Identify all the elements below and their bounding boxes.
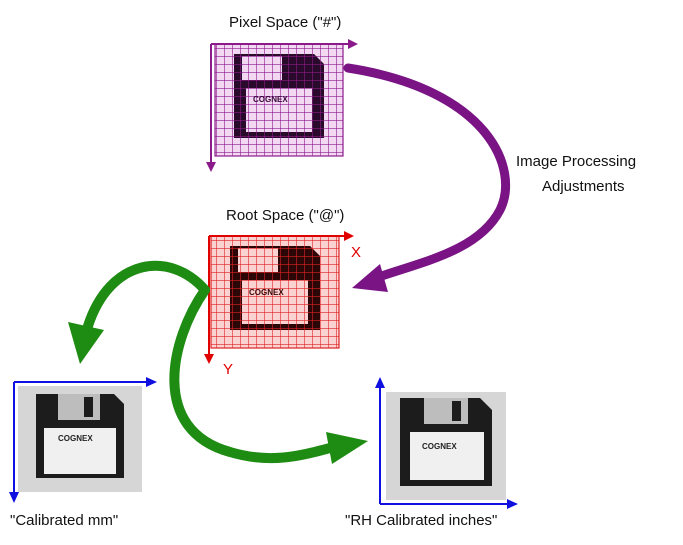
- calibration-arrow-to-mm: [83, 260, 210, 331]
- calibration-arrowhead-inches: [326, 432, 368, 464]
- calibrated-mm-panel: [9, 377, 157, 503]
- pixel-space-panel: [206, 39, 358, 172]
- pixel-space-y-arrowhead: [206, 162, 216, 172]
- calibrated-mm-logo-text: COGNEX: [58, 434, 93, 443]
- root-space-x-label: X: [351, 244, 362, 261]
- root-space-title: Root Space ("@"): [226, 207, 345, 224]
- root-space-panel: [204, 231, 354, 364]
- calibrated-inches-floppy-icon: [400, 398, 492, 486]
- root-space-y-label: Y: [223, 361, 234, 378]
- processing-label-line2: Adjustments: [542, 178, 625, 195]
- pixel-space-x-arrowhead: [348, 39, 358, 49]
- root-space-logo-text: COGNEX: [249, 288, 284, 297]
- calibrated-inches-y-arrowhead: [375, 377, 385, 388]
- calibration-arrow-to-inches: [169, 285, 335, 464]
- calibrated-mm-floppy-icon: [36, 394, 124, 478]
- processing-label-line1: Image Processing: [516, 153, 637, 170]
- calibrated-mm-y-arrowhead: [9, 492, 19, 503]
- calibrated-mm-caption: "Calibrated mm": [10, 512, 119, 529]
- pixel-space-title: Pixel Space ("#"): [229, 14, 342, 31]
- calibration-arrows: [68, 260, 368, 464]
- pixel-space-grid: [215, 44, 343, 156]
- calibration-arrowhead-mm: [68, 322, 104, 364]
- root-space-grid: [211, 236, 339, 348]
- calibrated-inches-caption: "RH Calibrated inches": [345, 512, 498, 529]
- image-processing-arrow: [343, 63, 511, 292]
- pixel-space-logo-text: COGNEX: [253, 95, 288, 104]
- calibrated-inches-logo-text: COGNEX: [422, 442, 457, 451]
- calibrated-inches-x-arrowhead: [507, 499, 518, 509]
- root-space-x-arrowhead: [344, 231, 354, 241]
- calibrated-inches-panel: [375, 377, 518, 509]
- calibrated-mm-x-arrowhead: [146, 377, 157, 387]
- root-space-y-arrowhead: [204, 354, 214, 364]
